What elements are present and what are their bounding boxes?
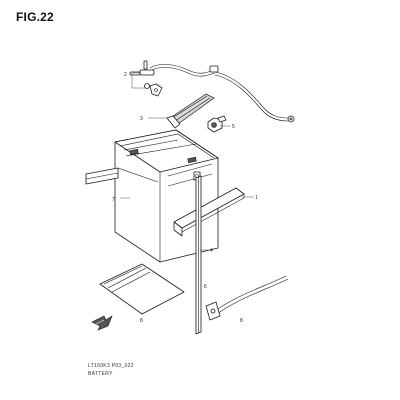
battery-holder-band bbox=[173, 187, 245, 237]
callout-number-8: 8 bbox=[240, 318, 243, 324]
callout-number-5: 5 bbox=[232, 124, 235, 130]
callout-number-3: 3 bbox=[140, 116, 143, 122]
callout-number-2: 2 bbox=[124, 72, 127, 78]
front-direction-arrow-icon bbox=[91, 315, 113, 331]
battery-body bbox=[114, 129, 219, 263]
battery-hold-rod bbox=[195, 175, 202, 335]
figure-code: LT160K3 P03_022 bbox=[88, 363, 134, 369]
callout-number-4: 4 bbox=[210, 248, 213, 254]
battery-bottom-mat bbox=[99, 263, 185, 315]
callout-number-6: 6 bbox=[204, 284, 207, 290]
battery-cable bbox=[129, 60, 295, 123]
figure-footer: LT160K3 P03_022 BATTERY bbox=[88, 362, 134, 378]
terminal-bolt-nut bbox=[207, 115, 227, 133]
battery-hold-down-strap bbox=[166, 93, 215, 129]
callout-number-7: 7 bbox=[112, 197, 115, 203]
figure-caption: BATTERY bbox=[88, 371, 113, 377]
callout-leaders bbox=[120, 72, 254, 251]
callout-number-1: 1 bbox=[255, 195, 258, 201]
battery-side-pad bbox=[85, 167, 119, 185]
battery-breather-hose bbox=[205, 275, 289, 321]
callout-number-9: 8 bbox=[140, 318, 143, 324]
figure-title: FIG.22 bbox=[16, 10, 54, 24]
